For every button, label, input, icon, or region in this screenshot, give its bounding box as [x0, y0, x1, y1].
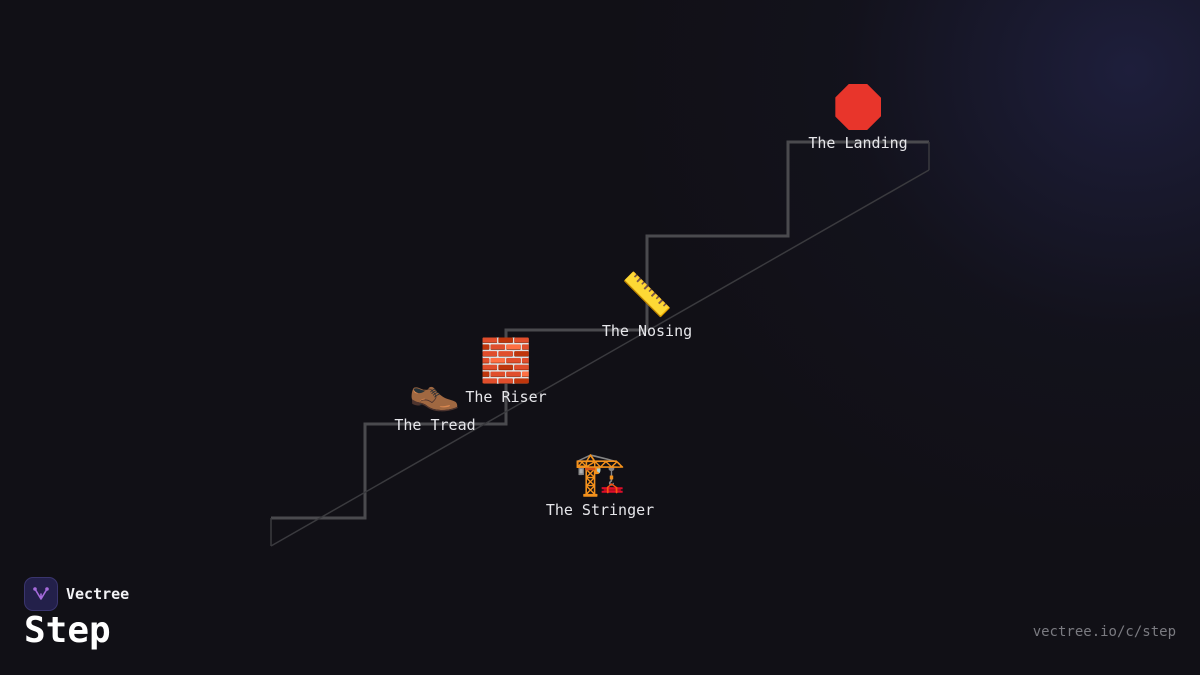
shoe-icon: 👞 — [408, 364, 462, 413]
vectree-logo-icon — [24, 577, 58, 611]
nosing-label: The Nosing — [601, 322, 693, 340]
node-tread: 👞 The Tread — [394, 364, 475, 434]
page-title: Step — [24, 610, 111, 651]
brick-icon: 🧱 — [479, 336, 533, 385]
source-url[interactable]: vectree.io/c/step — [1032, 624, 1176, 640]
brand: Vectree — [24, 577, 129, 611]
brand-name: Vectree — [66, 585, 130, 603]
construction-crane-icon: 🏗️ — [573, 449, 627, 498]
stringer-label: The Stringer — [545, 501, 655, 519]
node-stringer: 🏗️ The Stringer — [546, 449, 654, 519]
riser-label: The Riser — [465, 388, 547, 406]
node-riser: 🧱 The Riser — [465, 336, 546, 406]
tread-label: The Tread — [394, 416, 476, 434]
stop-sign-icon — [835, 84, 881, 130]
stringer-line — [270, 169, 930, 547]
ruler-icon: 📏 — [620, 270, 674, 319]
node-landing: The Landing — [808, 82, 908, 152]
node-nosing: 📏 The Nosing — [602, 270, 692, 340]
landing-label: The Landing — [808, 134, 908, 152]
stair-profile — [271, 140, 929, 520]
